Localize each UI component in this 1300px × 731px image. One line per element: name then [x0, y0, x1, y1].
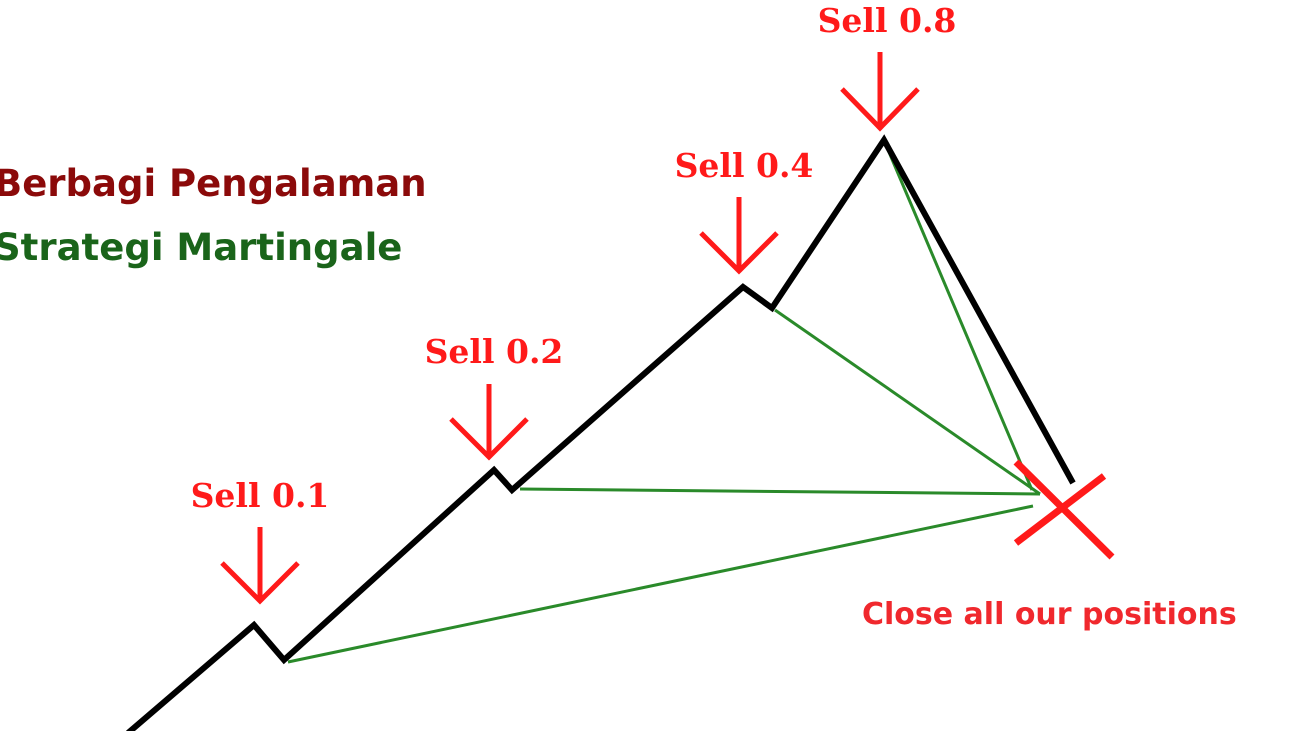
- close-label: Close all our positions: [862, 597, 1237, 632]
- arrow-down-icon: [840, 52, 920, 132]
- sell-label-1: Sell 0.1: [191, 476, 330, 515]
- position-line-0.1: [287, 504, 1034, 664]
- x-cross-icon: [1013, 459, 1115, 560]
- sell-label-4: Sell 0.8: [818, 1, 957, 40]
- position-line-0.4: [774, 308, 1041, 496]
- title-line2: Strategi Martingale: [0, 226, 402, 269]
- arrow-down-icon: [220, 527, 300, 605]
- sell-label-3: Sell 0.4: [675, 146, 814, 185]
- title-line1: Berbagi Pengalaman: [0, 162, 427, 205]
- position-lines: [287, 144, 1041, 664]
- position-line-0.2: [519, 487, 1041, 496]
- arrow-down-icon: [449, 384, 529, 461]
- arrow-down-icon: [699, 197, 779, 275]
- position-line-0.8: [884, 144, 1034, 491]
- sell-label-2: Sell 0.2: [425, 332, 564, 371]
- price-line: [126, 134, 1076, 731]
